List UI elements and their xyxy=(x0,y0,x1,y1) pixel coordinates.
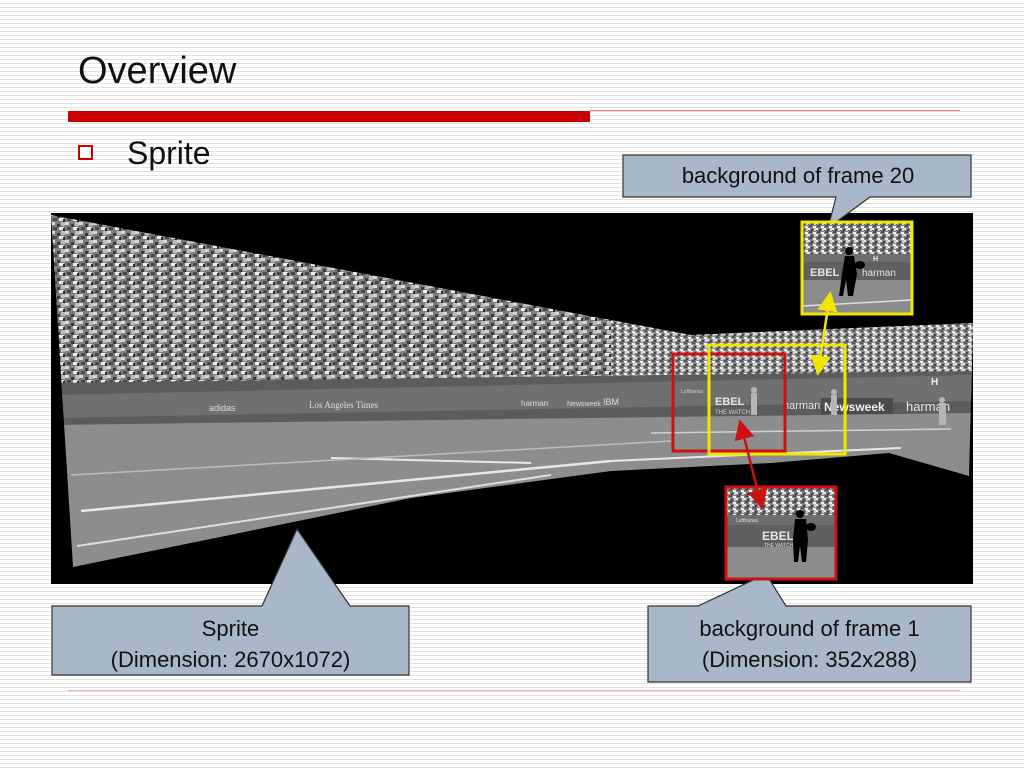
title-underline-bar xyxy=(68,111,590,122)
bottom-divider xyxy=(68,690,960,691)
callout-frame1-line2: (Dimension: 352x288) xyxy=(701,647,918,672)
callout-frame1-line1: background of frame 1 xyxy=(699,616,920,641)
sprite-banner-ibm: IBM xyxy=(603,397,619,407)
slide-title: Overview xyxy=(78,50,237,92)
frame20-region-box xyxy=(707,343,847,456)
callout-sprite-line1: Sprite xyxy=(201,616,260,641)
callout-frame1-text: background of frame 1 (Dimension: 352x28… xyxy=(648,613,971,675)
sprite-banner-adidas: adidas xyxy=(209,403,236,413)
sprite-banner-harman: harman xyxy=(521,399,548,408)
sprite-banner-lufthansa: Lufthansa xyxy=(681,389,703,395)
callout-sprite-text: Sprite (Dimension: 2670x1072) xyxy=(52,613,409,675)
sprite-banner-the-watch: THE WATCH xyxy=(715,410,750,416)
sprite-banner-harman-2: harman xyxy=(783,400,820,412)
sprite-banner-ebel: EBEL xyxy=(715,396,745,408)
sprite-panorama-image: adidas Los Angeles Times harman Newsweek… xyxy=(51,213,973,584)
bullet-text: Sprite xyxy=(127,135,211,171)
sprite-banner-newsweek: Newsweek xyxy=(567,401,601,408)
title-underline-thin xyxy=(590,110,960,111)
sprite-banner-newsweek-2: Newsweek xyxy=(824,400,885,414)
frame1-region-box xyxy=(671,352,787,453)
sprite-banner-la-times: Los Angeles Times xyxy=(309,400,379,410)
callout-frame20-text: background of frame 20 xyxy=(681,163,915,188)
callout-sprite-line2: (Dimension: 2670x1072) xyxy=(110,647,351,672)
bullet-square-icon xyxy=(78,145,93,160)
sprite-banner-h: H xyxy=(931,377,938,388)
